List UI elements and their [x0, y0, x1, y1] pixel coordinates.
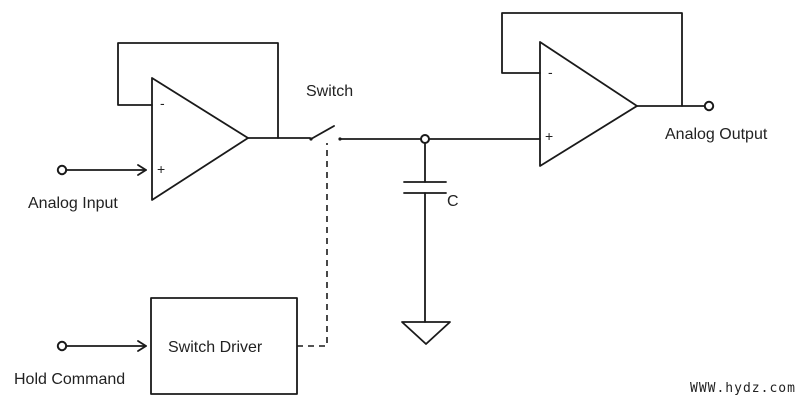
opamp-output-buffer: - +	[501, 12, 706, 167]
switch-driver-label: Switch Driver	[168, 339, 263, 356]
analog-output-terminal	[703, 100, 715, 112]
hold-command-terminal	[56, 340, 147, 352]
junction-node	[420, 134, 430, 144]
switch-driver-block: Switch Driver	[150, 297, 298, 395]
watermark: WWW.hydz.com	[690, 381, 796, 396]
opamp1-minus-sign: -	[160, 95, 165, 111]
analog-input-terminal	[56, 164, 147, 176]
opamp1-plus-sign: +	[157, 161, 165, 177]
capacitor	[403, 142, 447, 323]
opamp-input-buffer: - +	[117, 42, 279, 201]
hold-command-label: Hold Command	[14, 371, 125, 388]
ground-icon	[401, 321, 451, 345]
opamp2-minus-sign: -	[548, 64, 553, 80]
capacitor-label: C	[447, 193, 459, 210]
switch-control-line	[297, 143, 328, 347]
opamp2-plus-sign: +	[545, 128, 553, 144]
analog-input-label: Analog Input	[28, 195, 118, 212]
switch-label: Switch	[306, 83, 353, 100]
analog-output-label: Analog Output	[665, 126, 768, 143]
switch	[277, 125, 425, 141]
